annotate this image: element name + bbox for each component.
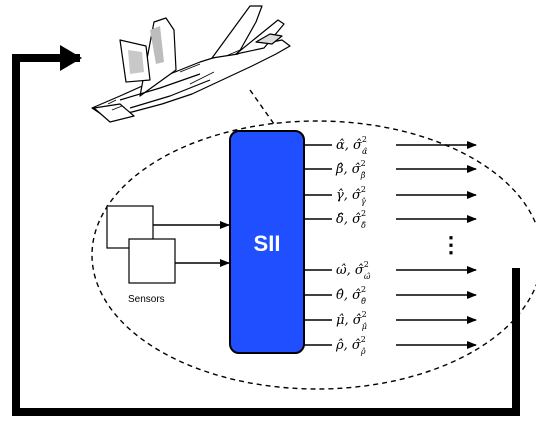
sii-label: SII	[254, 231, 281, 256]
system-boundary-ellipse	[91, 120, 536, 390]
output-ellipsis: ⋮	[440, 232, 462, 258]
sensor-box-2	[128, 238, 176, 284]
aircraft-icon	[91, 5, 291, 123]
feedback-loop-arrow	[12, 45, 520, 416]
sii-block	[229, 130, 305, 354]
aircraft-connector-line	[249, 89, 275, 125]
sensors-label: Sensors	[128, 294, 165, 305]
